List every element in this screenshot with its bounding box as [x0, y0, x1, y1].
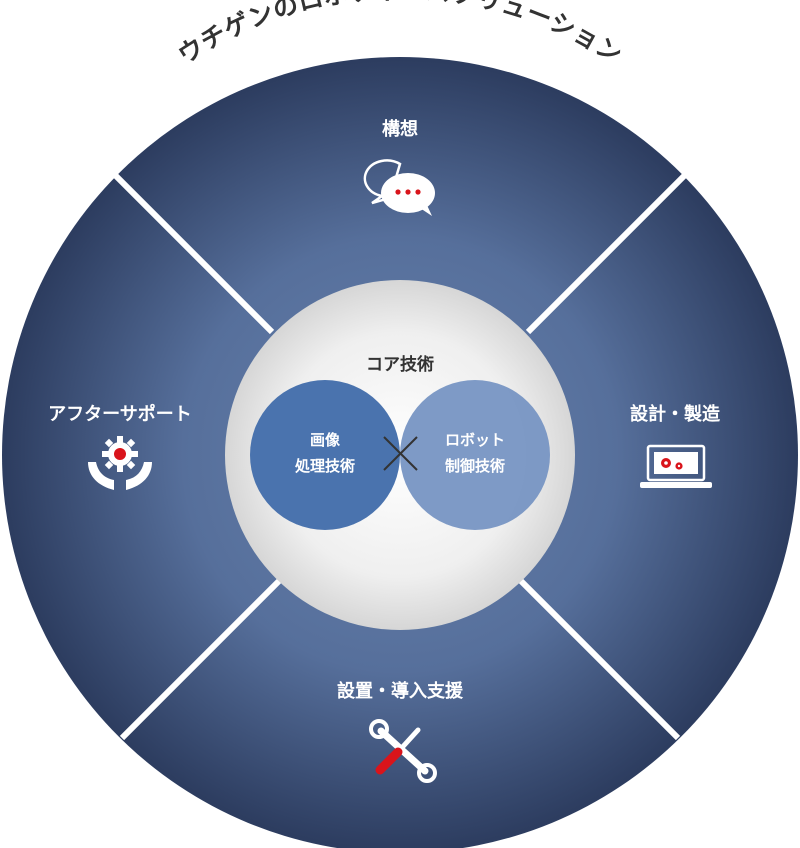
robot-control-circle [400, 380, 550, 530]
left-circle-line2: 処理技術 [294, 457, 355, 475]
segment-right-label: 設計・製造 [630, 403, 720, 425]
hands-gear-icon [88, 436, 152, 490]
segment-dividers [109, 169, 691, 741]
cross-icon [383, 436, 418, 471]
speech-bubbles-icon [363, 159, 435, 216]
wrench-screwdriver-icon [369, 719, 437, 783]
core-title: コア技術 [366, 354, 434, 375]
segment-top-label: 構想 [382, 118, 418, 140]
right-circle-line2: 制御技術 [445, 457, 505, 475]
image-processing-circle [250, 380, 400, 530]
left-circle-line1: 画像 [310, 431, 341, 449]
segment-bottom-label: 設置・導入支援 [337, 680, 464, 702]
segment-left-label: アフターサポート [48, 403, 192, 425]
laptop-gears-icon [640, 444, 712, 488]
right-circle-line1: ロボット [445, 431, 505, 449]
